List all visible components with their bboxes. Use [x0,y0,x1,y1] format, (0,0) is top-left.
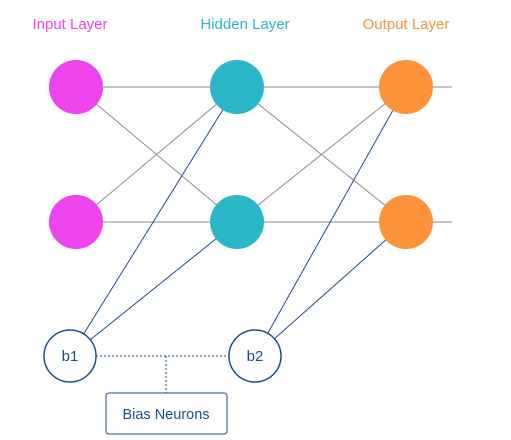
bias-connections [69,86,407,357]
output-neuron [379,195,433,249]
hidden-layer-label: Hidden Layer [200,16,289,33]
bias-connection-line [254,86,407,357]
connection-line [236,86,407,223]
input-layer-label: Input Layer [32,16,107,33]
hidden-neuron [210,195,264,249]
input-hidden-connections [75,86,238,223]
bias-connection-line [69,221,238,357]
bias-neuron-b2 [228,329,282,383]
bias-neurons-box [105,392,228,435]
hidden-neuron [210,60,264,114]
bias-neuron-b1 [43,329,97,383]
input-neuron [49,60,103,114]
bias-dotted-connector [96,355,229,393]
output-neuron [379,60,433,114]
bias-connection-line [69,86,238,357]
bias-neuron-b2-label: b2 [247,348,264,365]
output-layer-label: Output Layer [363,16,450,33]
bias-neurons-box-label: Bias Neurons [122,407,209,423]
bias-connection-line [254,221,407,357]
bias-neuron-b1-label: b1 [62,348,79,365]
input-neuron [49,195,103,249]
connection-line [75,86,238,223]
hidden-output-connections [236,86,407,223]
